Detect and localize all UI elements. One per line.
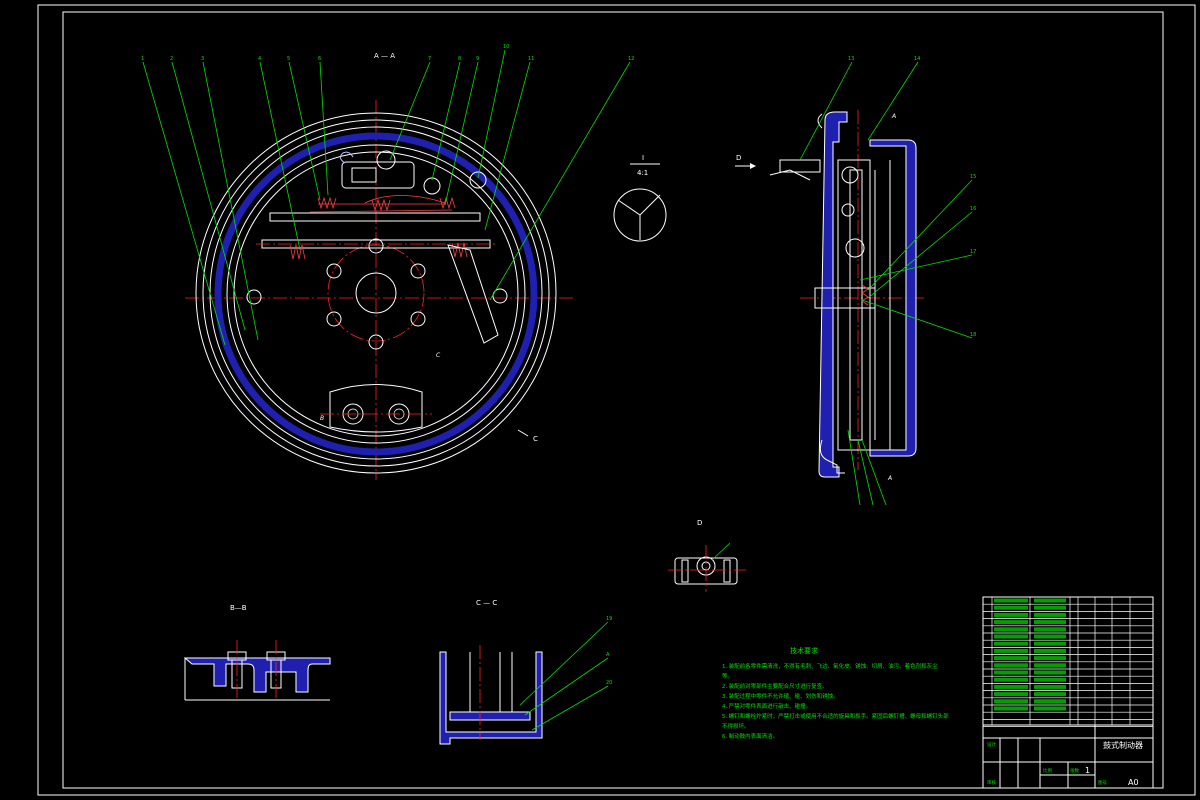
tech-req-line-6: 5.螺钉和螺栓拧紧时，严禁打击或使用不合适的旋具和扳手。紧固后螺钉槽、螺母和螺钉… xyxy=(722,712,949,720)
paper-size: A0 xyxy=(1128,778,1139,787)
technical-requirements: 技术要求 1.装配前各零件需清洗，不得有毛刺、飞边、氧化皮、锈蚀、切屑、油污、着… xyxy=(722,646,949,740)
tech-req-line-2: 等。 xyxy=(722,672,733,680)
wheel-cylinder xyxy=(341,161,415,189)
outer-border xyxy=(37,4,1196,796)
detail-label: I xyxy=(642,154,644,162)
mark-a-cc: A xyxy=(606,652,610,658)
sheet-count: 1 xyxy=(1085,766,1090,775)
mark-a-side-top: A xyxy=(891,113,896,120)
svg-text:8: 8 xyxy=(458,56,461,62)
section-bb-label: B—B xyxy=(230,604,247,612)
parking-lever xyxy=(447,244,499,344)
drawing-name: 鼓式制动器 xyxy=(1103,740,1143,750)
svg-text:3: 3 xyxy=(201,56,204,62)
svg-text:4: 4 xyxy=(258,56,261,62)
svg-text:20: 20 xyxy=(606,680,612,686)
section-cc: C — C 19 A 20 xyxy=(439,599,612,745)
svg-text:16: 16 xyxy=(970,206,976,212)
backing-plate-section xyxy=(818,111,848,478)
side-section-view: D A A 13 14 15 16 17 18 xyxy=(735,56,976,506)
svg-text:7: 7 xyxy=(428,56,431,62)
svg-text:6: 6 xyxy=(318,56,321,62)
tech-req-line-7: 不得损坏。 xyxy=(722,722,750,730)
title-block: 鼓式制动器 比例 张数 1 图号 A0 设计 审核 xyxy=(982,596,1154,789)
spring-1 xyxy=(317,196,337,210)
svg-text:17: 17 xyxy=(970,249,976,255)
front-view: A — A xyxy=(141,44,634,480)
section-aa-label: A — A xyxy=(374,52,395,60)
view-d-label: D xyxy=(697,519,702,527)
drum-section xyxy=(869,139,917,457)
svg-text:13: 13 xyxy=(848,56,854,62)
svg-text:15: 15 xyxy=(970,174,976,180)
detail-scale: 4:1 xyxy=(637,169,648,177)
tech-req-line-3: 2.装配前对零部件主要配合尺寸进行复查。 xyxy=(722,682,828,690)
brake-lining-ring xyxy=(214,132,538,456)
paper-label: 图号 xyxy=(1098,780,1107,786)
tech-req-title: 技术要求 xyxy=(790,646,818,655)
svg-text:11: 11 xyxy=(528,56,534,62)
mark-b: B xyxy=(320,415,324,422)
mark-a-side-bottom: A xyxy=(887,475,892,482)
svg-text:12: 12 xyxy=(628,56,634,62)
section-bb: B—B xyxy=(183,604,331,701)
svg-text:9: 9 xyxy=(476,56,479,62)
svg-text:1: 1 xyxy=(141,56,144,62)
svg-text:18: 18 xyxy=(970,332,976,338)
tech-req-line-5: 4.严禁对零件表面进行敲击、碰撞。 xyxy=(722,702,811,710)
designer-label: 设计 xyxy=(987,741,996,748)
mark-c-ring: C xyxy=(436,352,441,359)
hub-bore xyxy=(355,272,397,314)
tech-req-line-8: 6.制动鼓内表面清洁。 xyxy=(722,732,778,740)
tech-req-line-4: 3.装配过程中零件不允许磕、碰、划伤和锈蚀。 xyxy=(722,692,839,700)
svg-text:2: 2 xyxy=(170,56,173,62)
tech-req-line-1: 1.装配前各零件需清洗，不得有毛刺、飞边、氧化皮、锈蚀、切屑、油污、着色剂和灰尘 xyxy=(722,662,938,670)
anchor-block xyxy=(329,384,423,433)
svg-text:10: 10 xyxy=(503,44,509,50)
reviewer-label: 审核 xyxy=(987,779,996,786)
section-cc-label: C — C xyxy=(476,599,497,607)
inner-border xyxy=(62,11,1164,789)
mark-d-arrow: D xyxy=(736,154,741,162)
svg-text:19: 19 xyxy=(606,616,612,622)
scale-label: 比例 xyxy=(1043,767,1052,774)
svg-text:14: 14 xyxy=(914,56,920,62)
svg-text:5: 5 xyxy=(287,56,290,62)
detail-i: I 4:1 xyxy=(613,154,667,242)
view-d: D xyxy=(668,519,746,592)
sheet-label: 张数 xyxy=(1070,767,1079,774)
mark-c-big: C xyxy=(533,435,538,443)
